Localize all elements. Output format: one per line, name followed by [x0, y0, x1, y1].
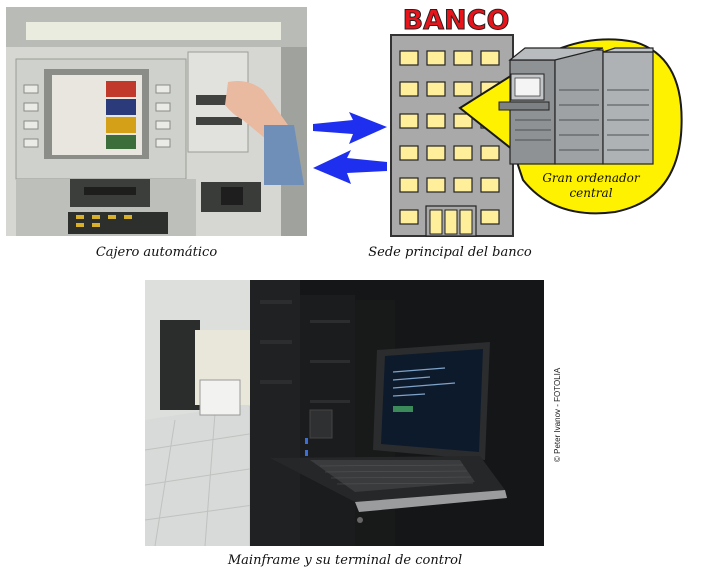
- atm-caption: Cajero automático: [95, 245, 218, 260]
- mainframe-label-line2: central: [569, 186, 613, 200]
- mainframe-label-line1: Gran ordenador: [542, 171, 640, 185]
- mainframe-label: Gran ordenador central: [536, 171, 646, 201]
- atm-photo: [6, 7, 307, 236]
- mainframe-caption: Mainframe y su terminal de control: [227, 553, 463, 568]
- arrow-left-icon: [313, 150, 387, 184]
- bank-building-icon: [390, 34, 514, 237]
- bank-caption: Sede principal del banco: [368, 245, 532, 260]
- photo-credit: © Peter Ivanov - FOTOLIA: [553, 367, 562, 462]
- mainframe-photo: [145, 280, 544, 546]
- bank-label: BANCO: [402, 5, 510, 37]
- arrow-right-icon: [313, 112, 387, 144]
- mainframe-callout: [458, 38, 683, 215]
